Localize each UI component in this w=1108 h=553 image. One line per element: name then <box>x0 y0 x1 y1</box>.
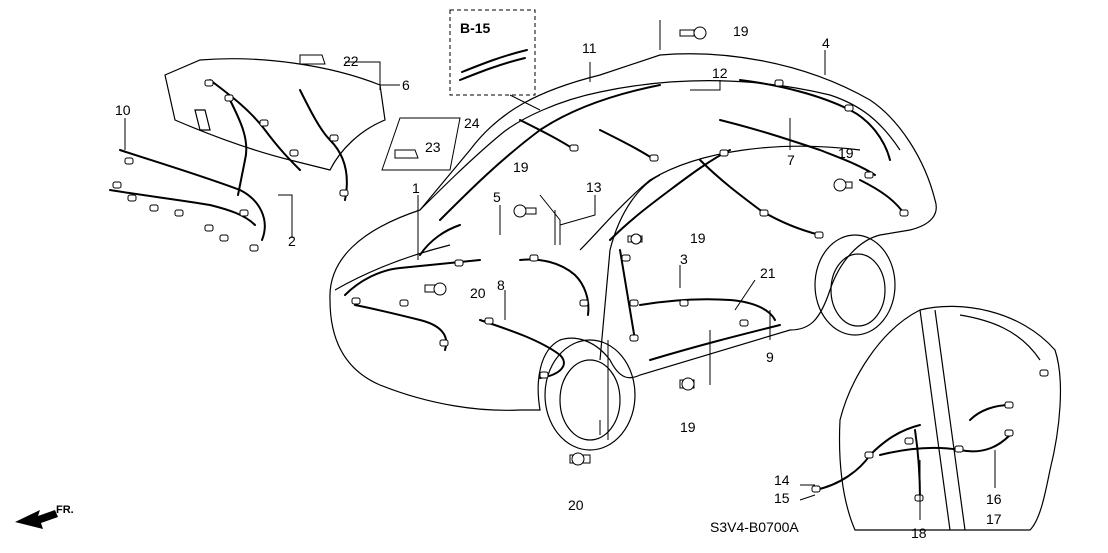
front-direction-arrow: FR. <box>15 504 74 529</box>
bolt-20-front <box>424 282 447 296</box>
fastener-parts <box>299 26 853 466</box>
connector-cluster-door <box>811 369 1049 502</box>
callout-21: 21 <box>760 265 776 281</box>
callout-3: 3 <box>680 251 688 267</box>
callout-14: 14 <box>774 472 790 488</box>
callout-7: 7 <box>787 152 795 168</box>
callout-24: 24 <box>464 115 480 131</box>
inset-code: B-15 <box>460 20 491 36</box>
callout-8: 8 <box>497 277 505 293</box>
bolt-19-bottom <box>679 377 695 391</box>
door-panel <box>838 305 1062 531</box>
callout-11: 11 <box>582 40 597 56</box>
body-harness-group <box>344 79 906 379</box>
callout-20-bottom: 20 <box>568 497 584 513</box>
drawing-code: S3V4-B0700A <box>710 519 799 535</box>
callout-22: 22 <box>343 53 359 69</box>
callout-4: 4 <box>822 35 830 51</box>
group-box-24 <box>381 117 461 171</box>
connector-clusters <box>112 79 1049 502</box>
connector-cluster-floor <box>351 79 909 379</box>
callout-18: 18 <box>911 525 927 541</box>
callout-2: 2 <box>288 233 296 249</box>
callout-19-right: 19 <box>838 145 854 161</box>
bolt-20-bottom <box>569 452 591 466</box>
callout-9: 9 <box>766 349 774 365</box>
door-harness-group <box>814 404 1011 501</box>
front-direction-label: FR. <box>56 504 74 516</box>
callout-19-mid: 19 <box>690 230 706 246</box>
bolt-19-center <box>513 204 537 218</box>
callout-5: 5 <box>493 189 501 205</box>
bolt-19-top <box>679 26 707 40</box>
vehicle-body <box>329 53 937 451</box>
callout-1: 1 <box>412 180 420 196</box>
callout-19-top: 19 <box>733 23 749 39</box>
clip-23 <box>394 149 419 159</box>
callout-6: 6 <box>402 77 410 93</box>
callout-13: 13 <box>586 179 602 195</box>
clip-22 <box>299 54 326 65</box>
detail-inset-b15: B-15 <box>449 9 541 111</box>
callout-19-bottom: 19 <box>680 419 696 435</box>
callout-labels: 1 2 3 4 5 6 7 8 9 10 11 12 13 14 15 16 1… <box>115 23 1002 541</box>
callout-23: 23 <box>425 139 441 155</box>
callout-17: 17 <box>986 511 1002 527</box>
callout-12: 12 <box>712 65 728 81</box>
callout-10: 10 <box>115 102 131 118</box>
callout-15: 15 <box>774 490 790 506</box>
leader-lines <box>124 20 996 520</box>
callout-16: 16 <box>986 491 1002 507</box>
callout-19-center: 19 <box>513 159 529 175</box>
bolt-19-right <box>833 178 853 192</box>
callout-20-front: 20 <box>470 285 486 301</box>
bolt-19-mid <box>627 233 643 245</box>
connector-cluster-dashboard <box>112 79 349 252</box>
